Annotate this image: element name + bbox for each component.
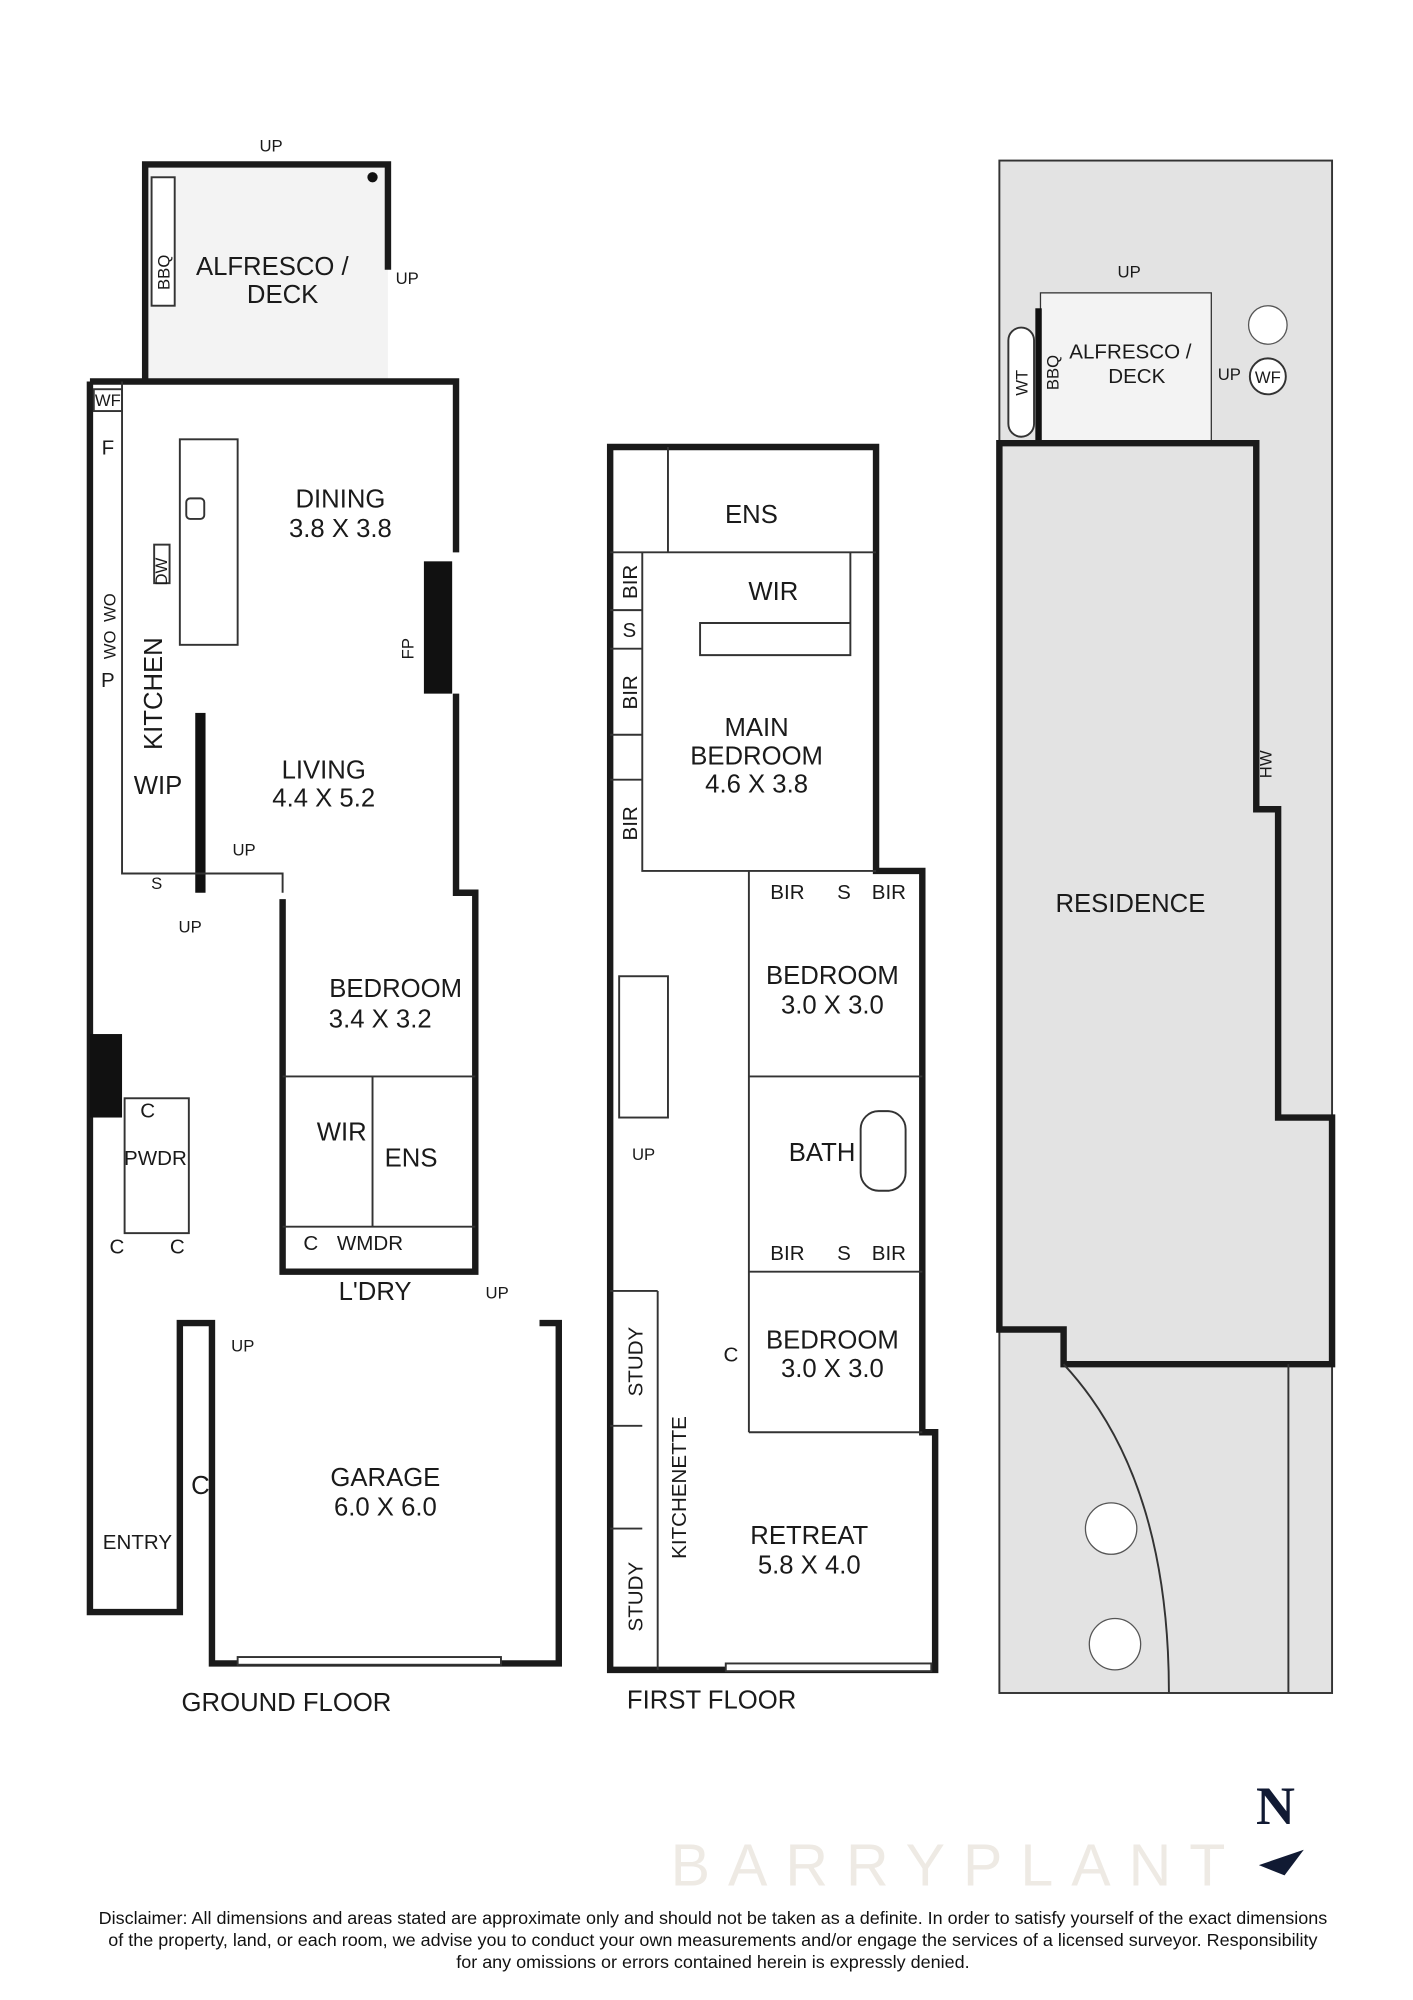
room-label-laundry: L'DRY	[339, 1278, 412, 1306]
disclaimer-line: for any omissions or errors contained he…	[456, 1952, 969, 1972]
up-label: UP	[486, 1284, 509, 1303]
wf-label: WF	[95, 391, 121, 410]
watermark-logo: BARRYPLANT	[671, 1833, 1244, 1899]
room-label-wir: WIR	[748, 578, 798, 606]
north-arrow-icon	[1258, 1849, 1304, 1876]
fireplace-label: FP	[399, 638, 418, 659]
up-label: UP	[259, 137, 282, 156]
room-size-garage: 6.0 X 6.0	[334, 1494, 437, 1522]
north-compass: N	[1256, 1776, 1304, 1876]
room-size-bedroom-3: 3.0 X 3.0	[781, 1355, 884, 1383]
room-size-bedroom: 3.4 X 3.2	[329, 1006, 432, 1034]
room-size-bedroom-2: 3.0 X 3.0	[781, 991, 884, 1019]
room-label-bedroom-2: BEDROOM	[766, 962, 899, 990]
cupboard-label: C	[109, 1236, 124, 1259]
room-label-wip: WIP	[134, 772, 183, 800]
cupboard-label: C	[170, 1236, 185, 1259]
alfresco-deck	[145, 164, 388, 382]
up-label: UP	[632, 1145, 655, 1164]
up-label: UP	[231, 1336, 254, 1355]
room-label-main-bedroom: BEDROOM	[690, 742, 823, 770]
site-plan: WT BBQ UP ALFRESCO / DECK UP WF RESIDENC…	[996, 159, 1336, 1694]
dishwasher-label: DW	[152, 557, 171, 585]
room-size-main-bedroom: 4.6 X 3.8	[705, 771, 808, 799]
room-label-alfresco: ALFRESCO /	[196, 253, 350, 281]
room-label-wir: WIR	[317, 1119, 367, 1147]
cupboard-label: C	[191, 1472, 210, 1500]
storage-label: S	[837, 1242, 851, 1265]
room-label-deck: DECK	[247, 281, 318, 309]
bir-label: BIR	[872, 1242, 906, 1265]
up-label: UP	[1218, 365, 1241, 384]
site-alfresco-label: ALFRESCO /	[1069, 340, 1191, 363]
bbq-counter	[150, 176, 176, 307]
room-label-ens: ENS	[385, 1144, 438, 1172]
room-label-garage: GARAGE	[330, 1464, 440, 1492]
storage-label: S	[623, 619, 637, 642]
wood-fire-label: WF	[1255, 368, 1281, 387]
room-label-ens: ENS	[725, 501, 778, 529]
room-label-dining: DINING	[295, 485, 385, 513]
room-label-bedroom: BEDROOM	[329, 975, 462, 1003]
room-label-wmdr: WMDR	[337, 1232, 403, 1255]
storage-label: S	[151, 874, 162, 893]
bir-label: BIR	[619, 565, 642, 599]
kitchen-island	[178, 438, 239, 646]
bir-label: BIR	[619, 675, 642, 709]
residence-label: RESIDENCE	[1055, 890, 1205, 918]
cupboard-label: C	[723, 1344, 738, 1367]
disclaimer: Disclaimer: All dimensions and areas sta…	[99, 1908, 1328, 1972]
bir-label: BIR	[619, 806, 642, 840]
first-floor-title: FIRST FLOOR	[627, 1686, 796, 1714]
hot-water-label: HW	[1257, 750, 1276, 778]
bbq-label: BBQ	[1043, 355, 1062, 390]
room-label-study: STUDY	[624, 1326, 647, 1396]
ground-floor-title: GROUND FLOOR	[182, 1689, 392, 1717]
site-deck-label: DECK	[1108, 365, 1165, 388]
tree-icon	[1084, 1502, 1138, 1555]
room-label-kitchen: KITCHEN	[140, 637, 168, 750]
bathtub	[859, 1110, 907, 1192]
cupboard-label: C	[303, 1232, 318, 1255]
room-label-kitchenette: KITCHENETTE	[668, 1416, 691, 1559]
tree-icon	[1247, 305, 1288, 345]
up-label: UP	[179, 918, 202, 937]
room-size-retreat: 5.8 X 4.0	[758, 1552, 861, 1580]
room-label-bedroom-3: BEDROOM	[766, 1327, 899, 1355]
up-label: UP	[1118, 262, 1141, 281]
room-label-bath: BATH	[789, 1139, 856, 1167]
fridge-label: F	[102, 437, 115, 460]
bir-label: BIR	[770, 1242, 804, 1265]
room-label-living: LIVING	[282, 756, 366, 784]
bir-label: BIR	[770, 881, 804, 904]
storage-label: S	[837, 881, 851, 904]
room-label-entry: ENTRY	[103, 1531, 173, 1554]
room-size-living: 4.4 X 5.2	[272, 785, 375, 813]
tree-icon	[1088, 1617, 1142, 1671]
wall-oven-label: WO	[101, 593, 120, 622]
disclaimer-line: Disclaimer: All dimensions and areas sta…	[99, 1908, 1328, 1928]
pantry-label: P	[101, 669, 115, 692]
room-label-powder: PWDR	[124, 1147, 187, 1170]
cupboard-label: C	[140, 1100, 155, 1123]
bbq-label: BBQ	[155, 255, 174, 290]
ground-floor: UP UP BBQ ALFRESCO / DECK WF F WO WO P D…	[86, 137, 562, 1717]
up-label: UP	[232, 840, 255, 859]
wall-oven-label: WO	[101, 630, 120, 659]
water-tank-label: WT	[1013, 370, 1032, 396]
first-floor: ENS WIR BIR S BIR BIR MAIN BEDROOM 4.6 X…	[606, 443, 939, 1714]
room-label-study: STUDY	[624, 1562, 647, 1632]
north-label: N	[1256, 1776, 1295, 1836]
room-label-retreat: RETREAT	[750, 1522, 868, 1550]
room-size-dining: 3.8 X 3.8	[289, 515, 392, 543]
disclaimer-line: of the property, land, or each room, we …	[108, 1930, 1317, 1950]
room-label-main: MAIN	[724, 714, 788, 742]
up-label: UP	[396, 269, 419, 288]
bir-label: BIR	[872, 881, 906, 904]
